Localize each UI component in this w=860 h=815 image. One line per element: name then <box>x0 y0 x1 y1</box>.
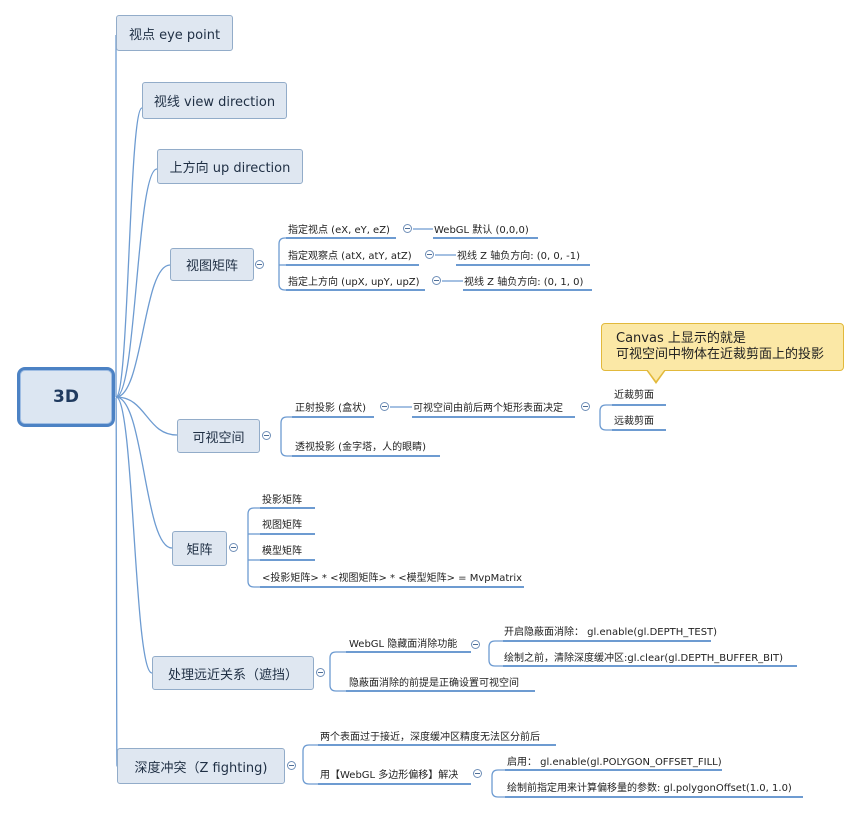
node-up-direction[interactable]: 上方向 up direction <box>157 149 303 184</box>
connector-48 <box>488 659 503 667</box>
collapse-toggle-ortho-child[interactable] <box>581 402 590 411</box>
collapse-toggle-ortho[interactable] <box>380 402 389 411</box>
leaf-model-matrix[interactable]: 模型矩阵 <box>262 546 302 557</box>
leaf-view-matrix[interactable]: 视图矩阵 <box>262 520 302 531</box>
node-view-matrix[interactable]: 视图矩阵 <box>170 248 254 281</box>
node-z-fighting-label: 深度冲突（Z fighting) <box>134 760 268 776</box>
connector-2 <box>115 168 158 398</box>
node-view-direction-label: 视线 view direction <box>153 95 276 110</box>
leaf-up[interactable]: 指定上方向 (upX, upY, upZ) <box>288 277 420 288</box>
collapse-toggle-visible-space[interactable] <box>262 431 271 440</box>
node-view-direction[interactable]: 视线 view direction <box>142 82 287 119</box>
leaf-z-issue[interactable]: 两个表面过于接近，深度缓冲区精度无法区分前后 <box>320 732 540 743</box>
leaf-near-plane[interactable]: 近裁剪面 <box>614 390 654 401</box>
leaf-hsr[interactable]: WebGL 隐藏面消除功能 <box>349 639 458 650</box>
leaf-offset-params[interactable]: 绘制前指定用来计算偏移量的参数: gl.polygonOffset(1.0, 1… <box>507 783 792 794</box>
leaf-perspective[interactable]: 透视投影 (金字塔，人的眼睛) <box>295 442 426 453</box>
collapse-toggle-view-matrix[interactable] <box>255 260 264 269</box>
leaf-at-default[interactable]: 视线 Z 轴负方向: (0, 0, -1) <box>457 251 580 262</box>
leaf-depth-enable[interactable]: 开启隐蔽面消除： gl.enable(gl.DEPTH_TEST) <box>504 627 718 638</box>
connector-53 <box>302 777 318 785</box>
collapse-toggle-matrix[interactable] <box>229 543 238 552</box>
node-eye-point-label: 视点 eye point <box>128 27 221 43</box>
connector-33 <box>247 507 261 515</box>
connector-3 <box>115 264 171 398</box>
leaf-far-plane[interactable]: 远裁剪面 <box>614 416 654 427</box>
connector-5 <box>115 396 173 549</box>
node-depth-order[interactable]: 处理远近关系（遮挡） <box>152 656 314 690</box>
connector-10 <box>278 283 287 291</box>
leaf-eye[interactable]: 指定视点 (eX, eY, eZ) <box>288 225 390 236</box>
connector-36 <box>247 580 261 588</box>
node-matrix-label: 矩阵 <box>186 543 213 558</box>
connector-43 <box>329 684 347 692</box>
leaf-eye-default[interactable]: WebGL 默认 (0,0,0) <box>434 225 529 236</box>
callout-line-2: 可视空间中物体在近裁剪面上的投影 <box>616 347 825 362</box>
node-eye-point[interactable]: 视点 eye point <box>116 15 233 51</box>
connector-7 <box>115 396 118 767</box>
callout-pointer-fill <box>647 369 665 381</box>
node-up-direction-label: 上方向 up direction <box>169 161 291 176</box>
root-label: 3D <box>53 387 79 407</box>
collapse-toggle-z-fighting[interactable] <box>287 761 296 770</box>
connector-52 <box>302 744 318 752</box>
node-visible-space-label: 可视空间 <box>192 430 245 446</box>
connector-22 <box>280 449 293 457</box>
node-z-fighting[interactable]: 深度冲突（Z fighting) <box>117 748 285 784</box>
connector-21 <box>280 416 293 424</box>
leaf-hsr-premise[interactable]: 隐蔽面消除的前提是正确设置可视空间 <box>349 678 519 689</box>
collapse-toggle-depth[interactable] <box>316 668 325 677</box>
leaf-depth-clear[interactable]: 绘制之前，清除深度缓冲区:gl.clear(gl.DEPTH_BUFFER_BI… <box>504 653 783 664</box>
collapse-toggle-eye[interactable] <box>403 224 412 233</box>
callout-note: Canvas 上显示的就是 可视空间中物体在近裁剪面上的投影 <box>601 323 844 371</box>
connector-6 <box>115 396 153 674</box>
node-depth-order-label: 处理远近关系（遮挡） <box>167 667 298 683</box>
node-matrix[interactable]: 矩阵 <box>172 531 227 566</box>
leaf-at[interactable]: 指定观察点 (atX, atY, atZ) <box>288 251 412 262</box>
node-view-matrix-label: 视图矩阵 <box>185 259 238 274</box>
leaf-ortho[interactable]: 正射投影 (盒状) <box>295 403 366 414</box>
connector-1 <box>115 107 143 398</box>
node-visible-space[interactable]: 可视空间 <box>177 419 260 453</box>
leaf-z-solution[interactable]: 用【WebGL 多边形偏移】解决 <box>320 770 459 781</box>
connector-42 <box>329 651 347 659</box>
leaf-projection-matrix[interactable]: 投影矩阵 <box>262 495 302 506</box>
connector-28 <box>599 404 612 412</box>
connector-8 <box>278 237 287 245</box>
connector-57 <box>491 769 505 777</box>
collapse-toggle-up[interactable] <box>432 276 441 285</box>
leaf-offset-enable[interactable]: 启用： gl.enable(gl.POLYGON_OFFSET_FILL) <box>507 757 722 768</box>
connector-29 <box>599 423 612 431</box>
collapse-toggle-at[interactable] <box>425 250 434 259</box>
leaf-mvp-matrix[interactable]: <投影矩阵> * <视图矩阵> * <模型矩阵> = MvpMatrix <box>262 573 523 584</box>
collapse-toggle-hsr[interactable] <box>471 640 480 649</box>
leaf-ortho-child[interactable]: 可视空间由前后两个矩形表面决定 <box>413 403 563 414</box>
connector-47 <box>488 640 503 648</box>
leaf-up-default[interactable]: 视线 Z 轴负方向: (0, 1, 0) <box>464 277 584 288</box>
callout-line-1: Canvas 上显示的就是 <box>616 331 746 346</box>
collapse-toggle-solution[interactable] <box>473 769 482 778</box>
root-node[interactable]: 3D <box>17 367 115 427</box>
connector-4 <box>115 396 178 436</box>
connector-58 <box>491 790 505 798</box>
